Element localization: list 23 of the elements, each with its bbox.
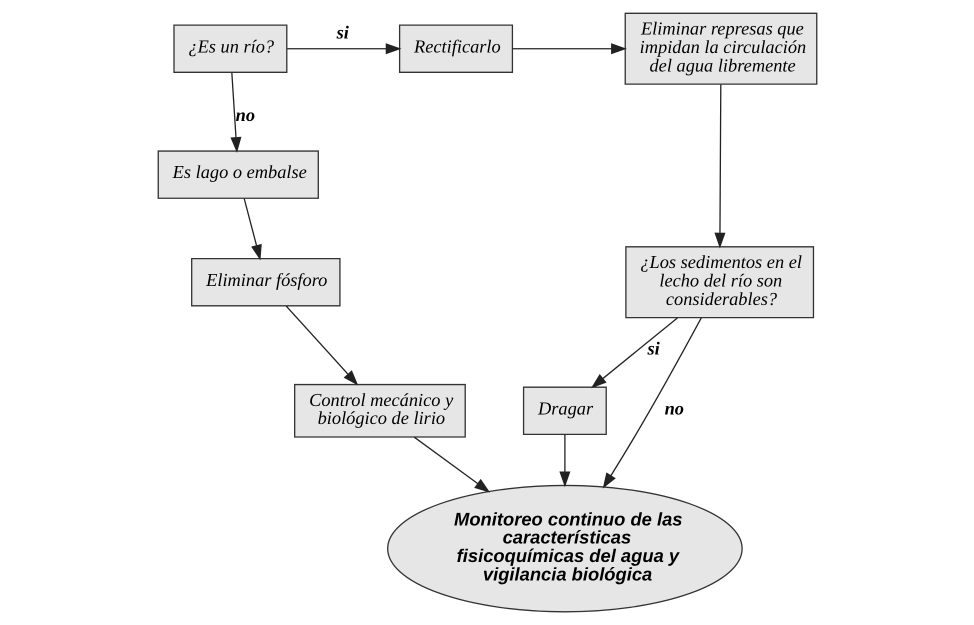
- arrow: [602, 318, 702, 489]
- edge-label: si: [336, 22, 348, 42]
- arrow: [413, 436, 490, 493]
- edge-label: no: [664, 398, 684, 418]
- node-box: Rectificarlo: [398, 24, 513, 73]
- edge-label: no: [235, 105, 255, 126]
- node-box: Eliminar represas que impidan la circulación del agua libremente: [624, 12, 817, 85]
- arrow: [285, 306, 358, 386]
- node-ellipse: Monitoreo continuo de las características fisicoquímicas del agua y vigilancia biológica: [386, 484, 742, 612]
- node-box: ¿Los sedimentos en el lecho del río son considerables?: [624, 246, 814, 318]
- node-box: ¿Es un río?: [172, 24, 287, 73]
- arrow: [714, 84, 725, 248]
- arrow: [243, 198, 262, 260]
- arrow: [512, 43, 626, 54]
- node-box: Eliminar fósforo: [190, 258, 340, 306]
- node-box: Dragar: [522, 386, 606, 436]
- edge-label: si: [647, 338, 660, 359]
- arrow: [590, 317, 678, 388]
- arrow: [286, 43, 401, 54]
- node-box: Es lago o embalse: [157, 150, 318, 199]
- arrow: [230, 72, 241, 153]
- arrow: [558, 434, 570, 488]
- node-box: Control mecánico y biológico de lirio: [294, 384, 466, 438]
